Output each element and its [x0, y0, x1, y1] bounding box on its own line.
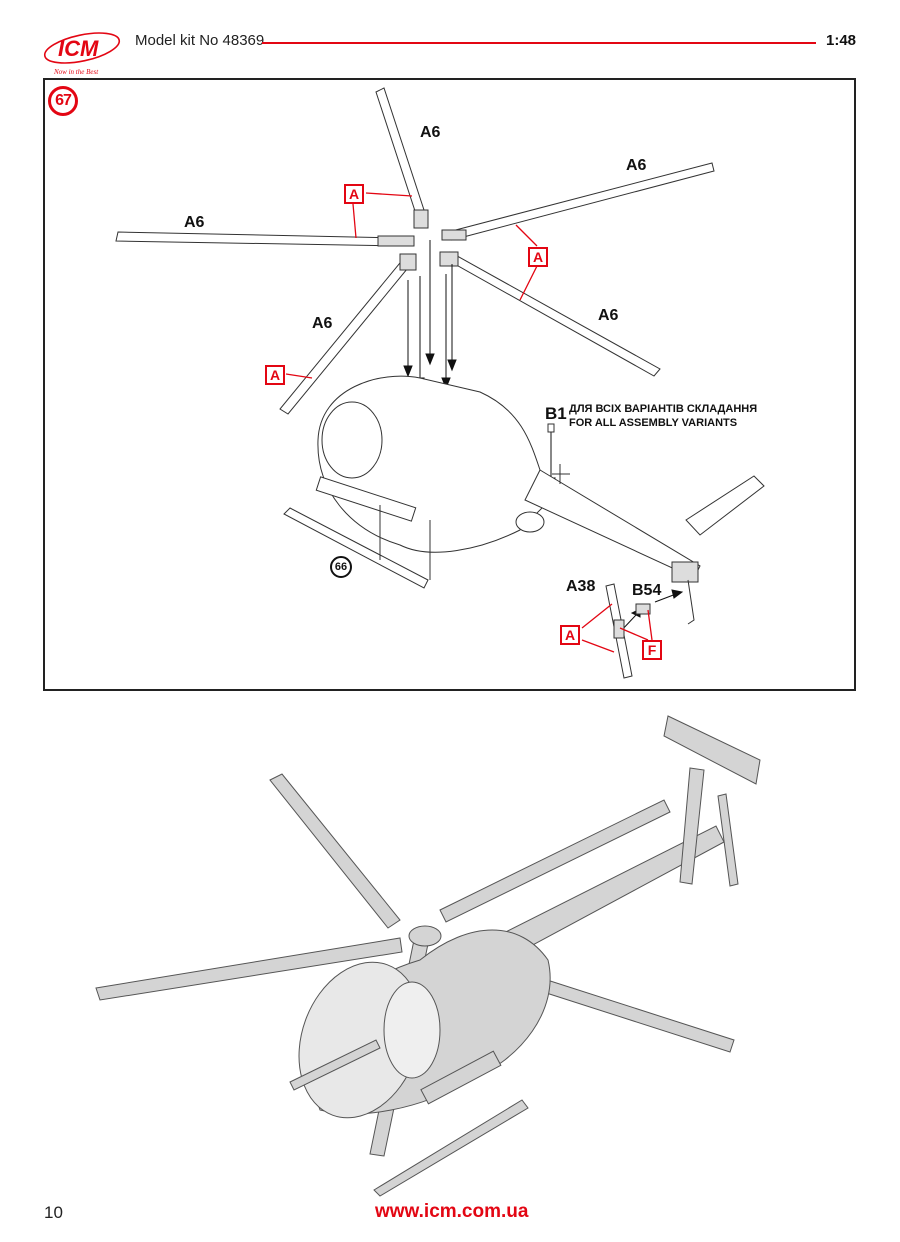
step-frame [43, 78, 856, 691]
paint-callout-tail: F [642, 640, 662, 660]
note-ukrainian: ДЛЯ ВСІХ ВАРІАНТІВ СКЛАДАННЯ [569, 403, 758, 415]
blade-grip-right-upper [441, 229, 467, 241]
part-label-blade-right-upper: A6 [626, 157, 647, 174]
part-label-blade-left: A6 [184, 214, 205, 231]
part-label-tail-hub: B54 [632, 582, 662, 599]
render-step-plate [420, 1050, 502, 1105]
kit-title: Model kit No 48369 [135, 32, 265, 49]
header-rule [262, 42, 816, 44]
render-skid-right [373, 1099, 529, 1197]
exhaust [515, 511, 545, 533]
previous-step-badge: 66 [330, 556, 352, 578]
part-label-blade-right-lower: A6 [598, 307, 619, 324]
skid-front [283, 507, 429, 589]
render-tail-rotor [717, 793, 739, 887]
render-skid-left [289, 1039, 381, 1091]
render-blade-upper-left [269, 773, 401, 929]
render-tail-fin [663, 715, 761, 785]
tail-fin [685, 475, 765, 536]
blade-grip-left [377, 235, 415, 247]
part-label-tail-rotor: A38 [566, 578, 596, 595]
icm-logo: ICM Now in the Best [40, 28, 122, 78]
render-blade-upper-right [439, 799, 671, 923]
assembly-drawing [115, 87, 765, 679]
svg-text:ICM: ICM [58, 36, 99, 61]
tail-gearbox [671, 561, 699, 583]
tail-skid [687, 579, 695, 625]
scale-label: 1:48 [826, 32, 857, 49]
blade-grip-right-lower [439, 251, 459, 267]
cabin-window [321, 401, 383, 479]
antenna-part-b1 [547, 423, 555, 433]
tail-rotor-hub [613, 619, 625, 639]
glue-callout-tail: A [560, 625, 580, 645]
page-number: 10 [44, 1203, 63, 1222]
glue-callout-top: A [344, 184, 364, 204]
part-label-blade-top: A6 [420, 124, 441, 141]
glue-callout-left-lower: A [265, 365, 285, 385]
tail-hub-part-b54 [635, 603, 651, 615]
render-side-window [383, 981, 441, 1079]
blade-grip-left-lower [399, 253, 417, 271]
render-rotor-hub [408, 925, 442, 947]
step-number-badge: 67 [48, 86, 78, 116]
part-label-antenna: B1 [545, 404, 567, 423]
website-link[interactable]: www.icm.com.ua [375, 1201, 529, 1222]
glue-callout-right: A [528, 247, 548, 267]
icm-logo-icon: ICM Now in the Best [43, 32, 121, 76]
logo-tagline: Now in the Best [53, 68, 99, 76]
render-blade-left [95, 937, 403, 1001]
render-tail-pylon [679, 767, 705, 885]
blade-grip-top [413, 209, 429, 229]
step-plate [315, 476, 417, 522]
part-label-blade-left-lower: A6 [312, 315, 333, 332]
note-english: FOR ALL ASSEMBLY VARIANTS [569, 417, 738, 429]
assembly-note: ДЛЯ ВСІХ ВАРІАНТІВ СКЛАДАННЯ FOR ALL ASS… [569, 402, 757, 430]
